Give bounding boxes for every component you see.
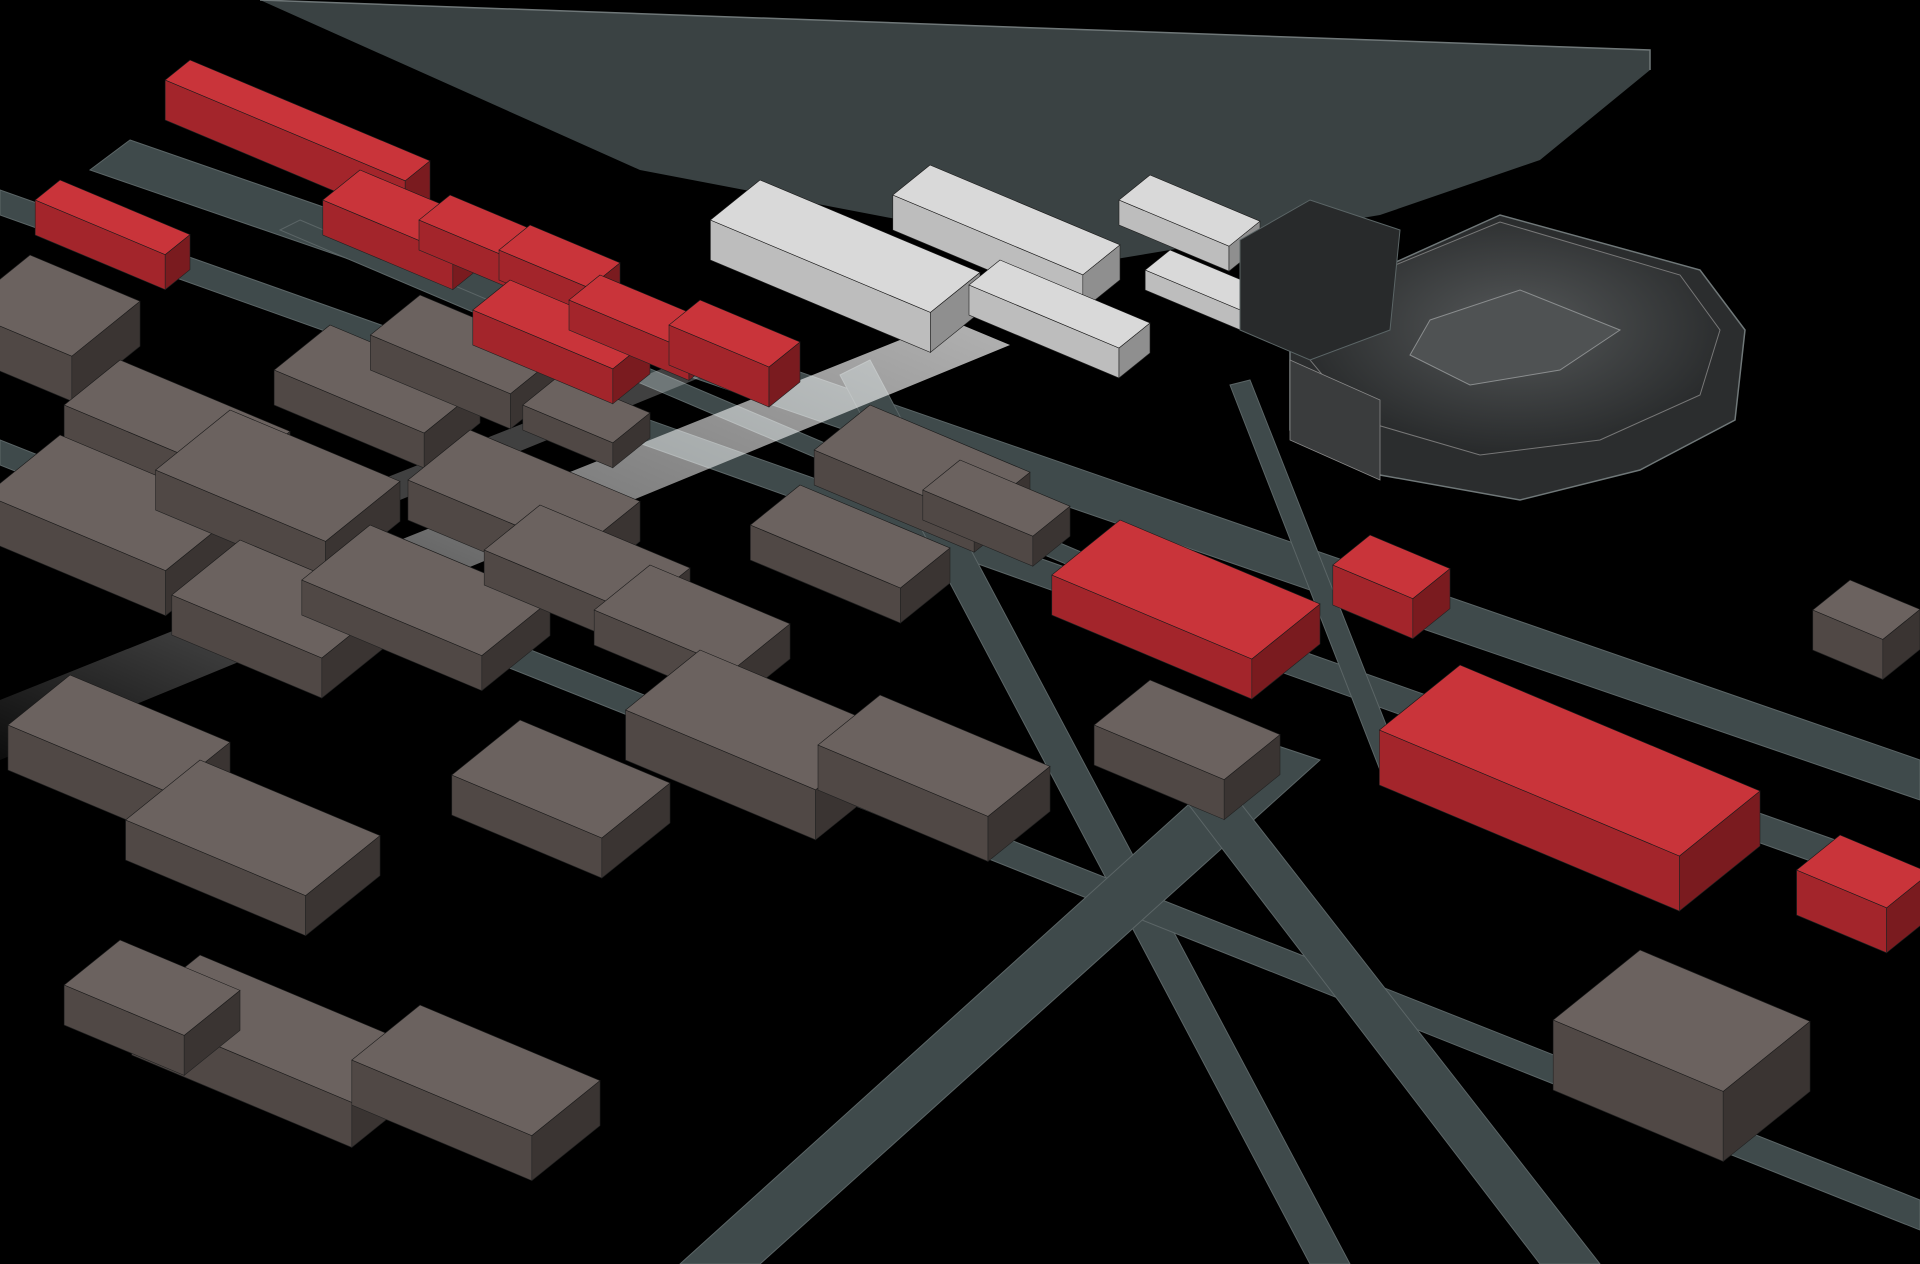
proposed-building-roof [34,179,191,255]
building-massing [0,59,1920,1182]
street-segment [679,739,1321,1264]
proposed-building [1378,664,1761,912]
existing-building-roof [749,484,951,589]
existing-building [1552,949,1811,1163]
proposed-building-roof [1796,834,1920,909]
existing-building-roof [155,409,401,542]
proposed-building-roof [668,299,801,368]
stadium [1239,199,1746,501]
existing-building [0,254,141,402]
proposed-building [668,299,801,408]
existing-building-roof [1812,579,1920,640]
focus-building [968,259,1151,379]
existing-building-roof [0,254,141,357]
focus-building-roof [892,164,1121,276]
focus-building-roof [968,259,1151,349]
proposed-building-roof [1332,534,1451,599]
existing-building [301,524,551,692]
existing-building [451,719,671,879]
existing-building [749,484,951,624]
existing-building-roof [451,719,671,839]
upper-ground-plane [260,0,1650,260]
existing-building-roof [63,939,241,1036]
existing-building [817,694,1051,863]
stadium-facade [1289,359,1381,481]
existing-building-roof [1552,949,1811,1092]
existing-building [922,459,1071,567]
proposed-building [1332,534,1451,640]
upper-plane-edge [259,0,1651,70]
ground-layer [259,0,1651,260]
existing-building-roof [125,759,381,896]
existing-building-roof [817,694,1051,817]
focus-building-roof [709,179,981,313]
existing-building [351,1004,601,1182]
proposed-building [1796,834,1920,954]
existing-building [63,939,241,1077]
proposed-building [1051,519,1321,700]
existing-building-roof [1093,679,1281,780]
existing-building [1812,579,1920,681]
proposed-building-roof [1378,664,1761,857]
focus-building-roof [1118,174,1261,247]
focus-building [709,179,981,354]
existing-building [522,374,651,469]
existing-building [1093,679,1281,821]
existing-building-roof [522,374,651,444]
proposed-building [34,179,191,291]
stadium-tower [1239,199,1401,361]
existing-building-roof [351,1004,601,1136]
proposed-building-roof [164,59,431,182]
proposed-building-roof [1051,519,1321,660]
existing-building-roof [922,459,1071,537]
existing-building [125,759,381,937]
stadium-field [1409,289,1622,386]
